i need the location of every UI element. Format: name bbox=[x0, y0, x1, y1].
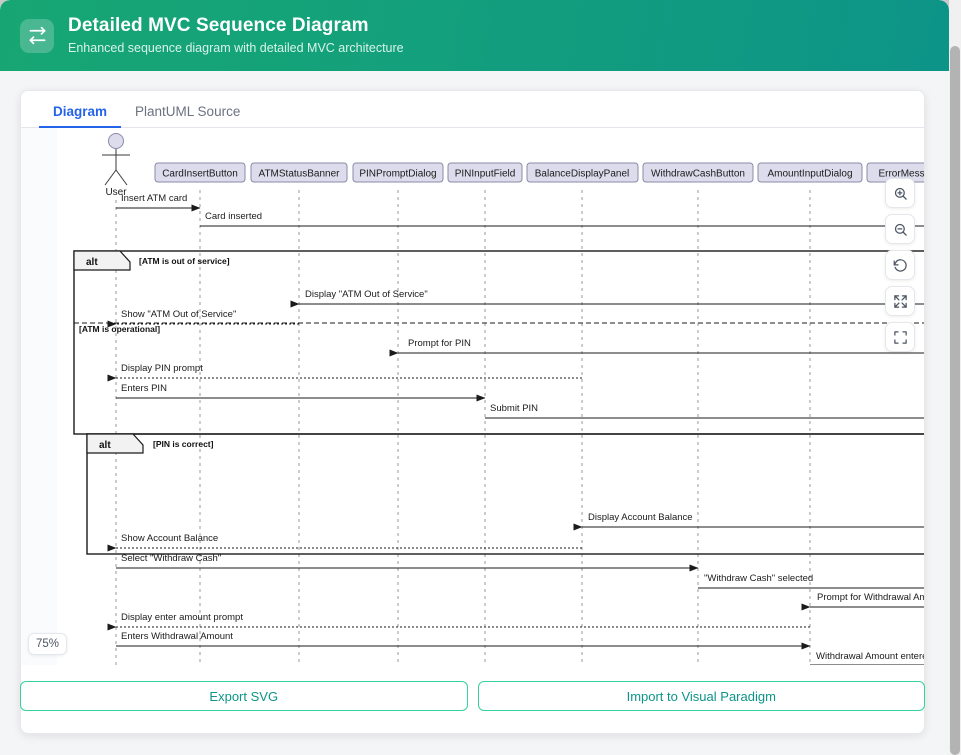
svg-text:Withdrawal Amount entered: Withdrawal Amount entered bbox=[816, 651, 925, 662]
message-prompt-for-withdrawal-amount: Prompt for Withdrawal Amount bbox=[801, 592, 925, 611]
svg-text:"Withdraw Cash" selected: "Withdraw Cash" selected bbox=[704, 573, 813, 584]
svg-text:Show "ATM Out of Service": Show "ATM Out of Service" bbox=[121, 309, 236, 320]
svg-text:Insert ATM card: Insert ATM card bbox=[121, 193, 187, 204]
message-withdrawal-amount-entered: Withdrawal Amount entered bbox=[810, 651, 925, 665]
message-display-pin-prompt: Display PIN prompt bbox=[107, 363, 582, 382]
page-scrollbar[interactable] bbox=[949, 0, 961, 755]
page-scrollbar-thumb[interactable] bbox=[950, 46, 960, 755]
app-header: Detailed MVC Sequence Diagram Enhanced s… bbox=[0, 0, 949, 71]
zoom-level-badge: 75% bbox=[28, 633, 68, 655]
message-enters-withdrawal-amount: Enters Withdrawal Amount bbox=[116, 631, 811, 650]
message-withdraw-cash-selected: "Withdraw Cash" selected bbox=[698, 573, 924, 589]
message-submit-pin: Submit PIN bbox=[485, 403, 924, 419]
page-title: Detailed MVC Sequence Diagram bbox=[68, 15, 369, 37]
tab-plantuml-source[interactable]: PlantUML Source bbox=[135, 103, 241, 119]
exchange-arrows-icon bbox=[20, 18, 54, 53]
svg-text:[ATM is out of service]: [ATM is out of service] bbox=[139, 256, 230, 266]
message-insert-atm-card: Insert ATM card bbox=[116, 193, 201, 212]
svg-text:Prompt for Withdrawal Amount: Prompt for Withdrawal Amount bbox=[817, 592, 925, 603]
svg-text:PINInputField: PINInputField bbox=[455, 169, 516, 180]
svg-text:AmountInputDialog: AmountInputDialog bbox=[767, 169, 852, 180]
svg-text:Display PIN prompt: Display PIN prompt bbox=[121, 363, 203, 374]
zoom-out-button[interactable] bbox=[885, 214, 915, 244]
tab-bar: Diagram PlantUML Source bbox=[21, 91, 924, 128]
svg-text:[ATM is operational]: [ATM is operational] bbox=[79, 324, 160, 334]
page-subtitle: Enhanced sequence diagram with detailed … bbox=[68, 40, 404, 55]
sequence-diagram: User CardInsertButton ATMStatusBanner PI… bbox=[57, 128, 925, 665]
alt-fragment-1: alt [ATM is out of service] [ATM is oper… bbox=[73, 250, 924, 435]
zoom-controls bbox=[885, 178, 915, 352]
svg-text:User: User bbox=[105, 187, 127, 198]
message-show-atm-out-of-service: Show "ATM Out of Service" bbox=[107, 309, 299, 328]
zoom-in-button[interactable] bbox=[885, 178, 915, 208]
footer-actions: Export SVG Import to Visual Paradigm bbox=[20, 681, 925, 711]
svg-text:Card inserted: Card inserted bbox=[205, 211, 262, 222]
svg-text:CardInsertButton: CardInsertButton bbox=[162, 169, 238, 180]
message-select-withdraw-cash: Select "Withdraw Cash" bbox=[116, 553, 699, 572]
svg-text:PINPromptDialog: PINPromptDialog bbox=[359, 169, 436, 180]
alt-fragment-2: alt [PIN is correct] bbox=[86, 433, 924, 555]
svg-text:BalanceDisplayPanel: BalanceDisplayPanel bbox=[535, 169, 630, 180]
diagram-viewport[interactable]: User CardInsertButton ATMStatusBanner PI… bbox=[21, 128, 925, 665]
message-show-account-balance: Show Account Balance bbox=[107, 533, 582, 552]
svg-text:Display "ATM Out of Service": Display "ATM Out of Service" bbox=[305, 289, 428, 300]
svg-text:Prompt for PIN: Prompt for PIN bbox=[408, 338, 471, 349]
fit-to-screen-button[interactable] bbox=[885, 286, 915, 316]
message-display-account-balance: Display Account Balance bbox=[573, 512, 924, 531]
message-prompt-for-pin: Prompt for PIN bbox=[389, 338, 924, 357]
svg-text:ATMStatusBanner: ATMStatusBanner bbox=[259, 169, 341, 180]
actor-user: User bbox=[102, 133, 130, 198]
svg-text:alt: alt bbox=[86, 257, 98, 268]
svg-text:Display enter amount prompt: Display enter amount prompt bbox=[121, 612, 243, 623]
svg-text:WithdrawCashButton: WithdrawCashButton bbox=[651, 169, 745, 180]
message-display-enter-amount-prompt: Display enter amount prompt bbox=[107, 612, 810, 631]
export-svg-button[interactable]: Export SVG bbox=[20, 681, 468, 711]
svg-text:Show Account Balance: Show Account Balance bbox=[121, 533, 218, 544]
svg-text:ErrorMessageBanner: ErrorMessageBanner bbox=[878, 169, 925, 180]
svg-text:alt: alt bbox=[99, 440, 111, 451]
diagram-card: Diagram PlantUML Source bbox=[20, 90, 925, 734]
svg-text:Enters Withdrawal Amount: Enters Withdrawal Amount bbox=[121, 631, 233, 642]
fullscreen-button[interactable] bbox=[885, 322, 915, 352]
message-display-atm-out-of-service: Display "ATM Out of Service" bbox=[290, 289, 924, 308]
tab-diagram[interactable]: Diagram bbox=[39, 104, 122, 128]
svg-text:Select "Withdraw Cash": Select "Withdraw Cash" bbox=[121, 553, 221, 564]
svg-text:Display Account Balance: Display Account Balance bbox=[588, 512, 693, 523]
svg-text:Submit PIN: Submit PIN bbox=[490, 403, 538, 414]
reset-view-button[interactable] bbox=[885, 250, 915, 280]
import-visual-paradigm-button[interactable]: Import to Visual Paradigm bbox=[477, 681, 925, 711]
svg-text:Enters PIN: Enters PIN bbox=[121, 383, 167, 394]
message-card-inserted: Card inserted bbox=[200, 211, 924, 227]
svg-text:[PIN is correct]: [PIN is correct] bbox=[153, 439, 214, 449]
message-enters-pin: Enters PIN bbox=[116, 383, 486, 402]
